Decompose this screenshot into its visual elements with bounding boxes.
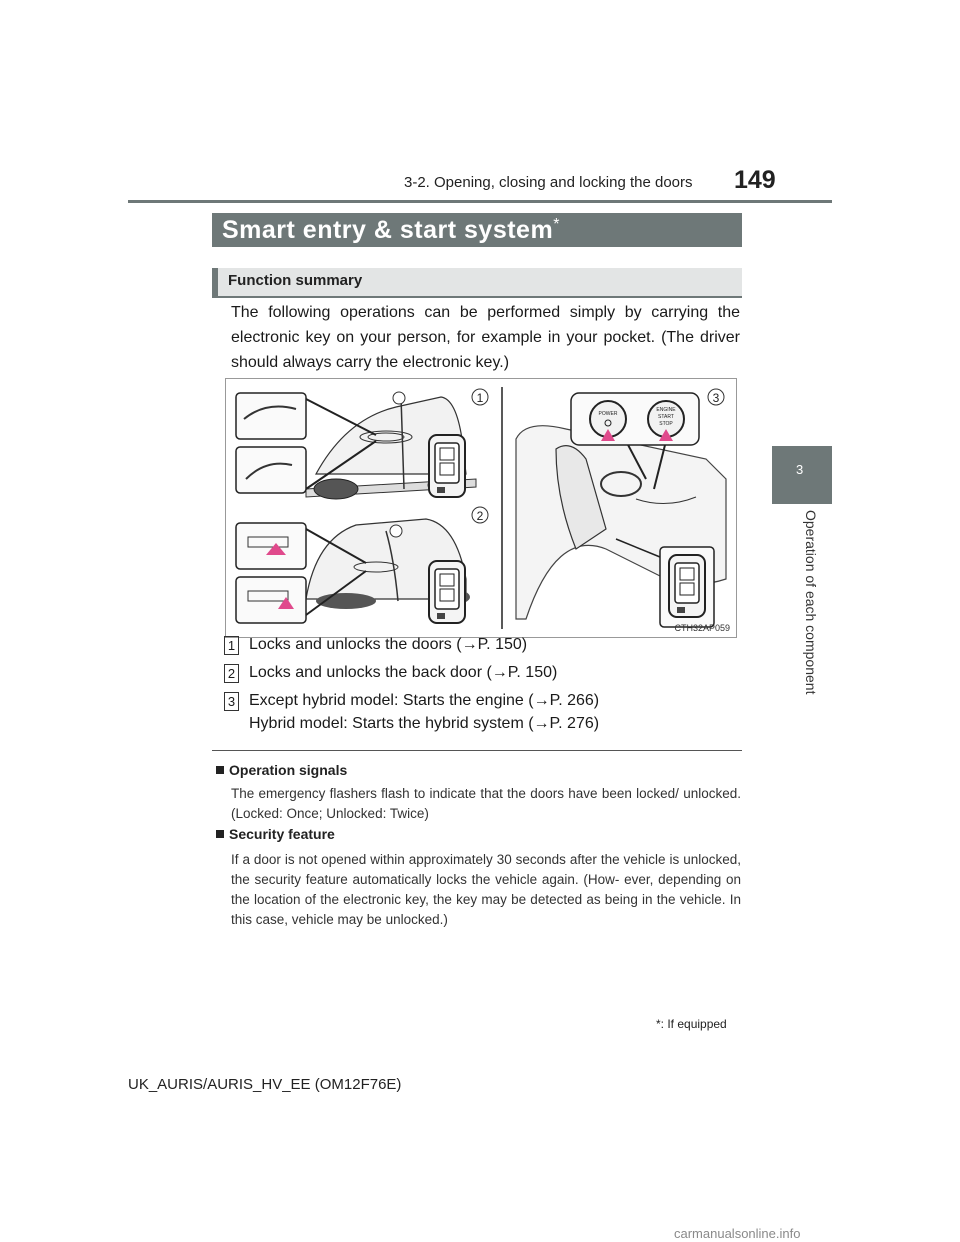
page-number: 149 xyxy=(734,166,776,194)
footnote: *: If equipped xyxy=(656,1017,727,1031)
item-text-1: Locks and unlocks the doors (→P. 150) xyxy=(249,636,528,653)
callout-3 xyxy=(707,388,725,406)
section-title-text: Smart entry & start system xyxy=(222,216,554,244)
section-title: Smart entry & start system* xyxy=(222,216,560,245)
engine-button-label-3: STOP xyxy=(659,421,673,427)
note-body-security-feature: If a door is not opened within approxima… xyxy=(231,852,741,927)
engine-button-label-1: ENGINE xyxy=(656,407,676,413)
bullet-square-icon xyxy=(216,766,224,774)
callout-2 xyxy=(471,506,489,524)
note-heading-security-feature: Security feature xyxy=(216,826,335,842)
intro-paragraph: The following operations can be performe… xyxy=(231,304,740,371)
note-heading-text: Operation signals xyxy=(229,762,348,778)
if-equipped-marker: * xyxy=(553,216,560,233)
door-handle-illustration xyxy=(235,391,477,500)
function-illustration: 1 2 3 POWER ENGINE START STOP CT xyxy=(225,378,737,638)
back-door-illustration xyxy=(235,518,470,624)
chapter-tab xyxy=(772,446,832,504)
note-heading-operation-signals: Operation signals xyxy=(216,762,347,778)
subsection-header: Function summary xyxy=(212,268,742,298)
item-text-3-line-2: Hybrid model: Starts the hybrid system (… xyxy=(249,715,600,732)
chapter-label: Operation of each component xyxy=(803,510,819,695)
engine-button-label-2: START xyxy=(658,414,674,420)
callout-3-label: 3 xyxy=(713,391,720,405)
header-rule xyxy=(128,200,832,203)
running-header: 3-2. Opening, closing and locking the do… xyxy=(404,174,693,191)
note-heading-text: Security feature xyxy=(229,826,335,842)
interior-illustration: POWER ENGINE START STOP xyxy=(515,392,727,628)
figure-code: CTH32AP059 xyxy=(674,623,730,633)
callout-2-label: 2 xyxy=(477,509,484,523)
subsection-title: Function summary xyxy=(228,272,363,289)
power-button-label: POWER xyxy=(599,411,618,417)
callout-1-label: 1 xyxy=(477,391,484,405)
item-number-3: 3 xyxy=(224,692,239,711)
subsection-header-bar xyxy=(212,268,218,296)
illustration-drawing: 1 2 3 POWER ENGINE START STOP xyxy=(235,387,727,629)
item-number-1: 1 xyxy=(224,636,239,655)
watermark: carmanualsonline.info xyxy=(674,1226,801,1241)
item-text-3: Except hybrid model: Starts the engine (… xyxy=(249,692,600,709)
bullet-square-icon xyxy=(216,830,224,838)
item-number-2: 2 xyxy=(224,664,239,683)
item-text-2: Locks and unlocks the back door (→P. 150… xyxy=(249,664,558,681)
section-title-bar: Smart entry & start system* xyxy=(212,213,742,247)
chapter-number: 3 xyxy=(796,462,804,477)
document-footer: UK_AURIS/AURIS_HV_EE (OM12F76E) xyxy=(128,1076,402,1093)
note-body-operation-signals: The emergency flashers flash to indicate… xyxy=(231,786,741,821)
section-rule xyxy=(212,750,742,751)
callout-1 xyxy=(471,388,489,406)
